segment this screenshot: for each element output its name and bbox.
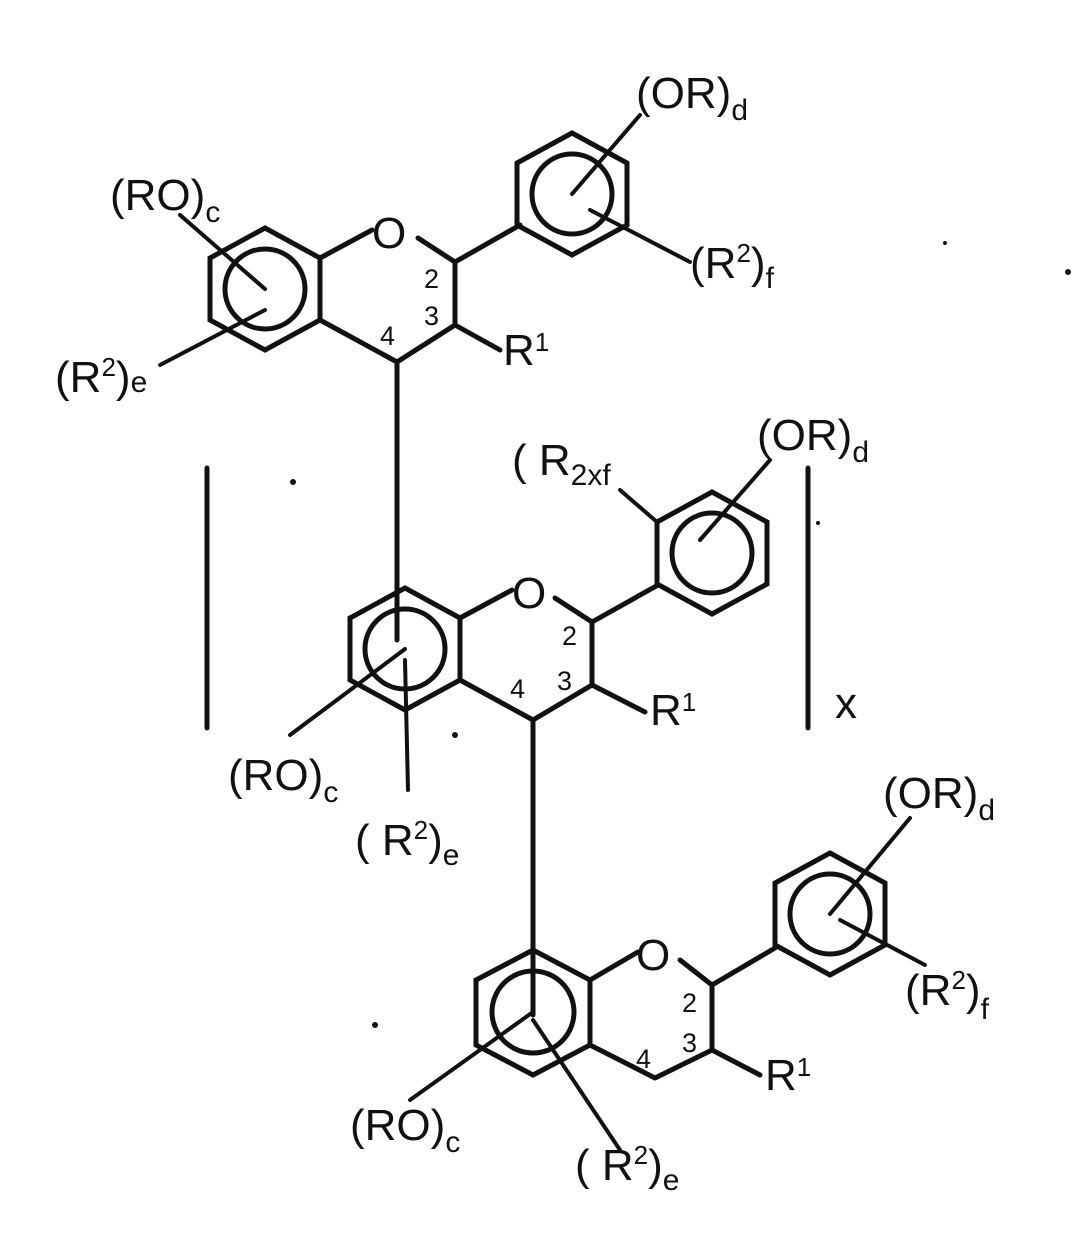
bottom-b-ring-link [712,948,775,985]
speck-dot [943,241,947,245]
middle-b-ring-link [592,585,658,622]
speck-dot [452,732,458,738]
middle-r2e-label: ( R2)e [355,815,459,872]
top-pos3-label: 3 [424,301,439,331]
bottom-r2e-bond [533,1020,620,1150]
top-r1-bond [455,325,500,350]
top-r1-label: R1 [503,326,549,375]
speck-dot [816,521,820,525]
bottom-r2e-label: ( R2)e [575,1140,679,1197]
middle-or-bond [700,460,770,540]
bottom-ro-bond [410,1012,533,1100]
middle-r1-bond [592,685,645,712]
middle-or-label: (OR)d [757,411,869,469]
speck-dot [372,1022,378,1028]
middle-r2f-label: ( R2xf [512,436,611,492]
speck-dot [290,479,296,485]
bottom-r2f-label: (R2)f [905,965,990,1026]
bottom-or-label: (OR)d [883,769,995,827]
bottom-pos2-label: 2 [682,988,697,1018]
bottom-pos3-label: 3 [682,1028,697,1058]
repeat-count-label: x [835,679,857,728]
middle-pos4-label: 4 [510,674,525,704]
top-c-ring-bonds [320,230,372,258]
top-or-label: (OR)d [636,69,748,127]
bottom-ro-label: (RO)c [350,1101,460,1159]
top-oxygen-label: O [372,209,406,258]
top-flavan-unit: O 2 3 4 (RO)c (OR)d (R2)f (R2)e R1 [55,69,775,402]
bottom-or-bond [830,818,910,914]
bottom-r1-bond [712,1050,760,1075]
middle-pos3-label: 3 [557,666,572,696]
middle-r1-label: R1 [650,686,696,735]
bottom-pos4-label: 4 [636,1044,651,1074]
bottom-flavan-unit: O 2 3 4 (OR)d (R2)f (RO)c ( R2)e R1 [350,769,995,1197]
top-r2e-label: (R2)e [55,352,147,402]
middle-r2e-bond [405,660,408,790]
bottom-r1-label: R1 [765,1051,811,1100]
middle-r2f-bond [620,490,657,522]
top-b-ring-link [455,225,520,262]
middle-flavan-unit: O 2 3 4 ( R2xf (OR)d (RO)c ( R2)e R1 [228,411,869,872]
middle-oxygen-label: O [512,569,546,618]
middle-ro-label: (RO)c [228,751,338,809]
top-r2f-label: (R2)f [690,238,775,295]
top-ro-label: (RO)c [110,171,220,229]
bottom-oxygen-label: O [636,931,670,980]
top-pos2-label: 2 [424,264,439,294]
middle-pos2-label: 2 [562,621,577,651]
top-pos4-label: 4 [380,321,395,351]
bottom-c-ring-bond-1 [590,952,638,980]
middle-c-ring-bond-1 [460,590,512,618]
speck-dot [1065,269,1071,275]
